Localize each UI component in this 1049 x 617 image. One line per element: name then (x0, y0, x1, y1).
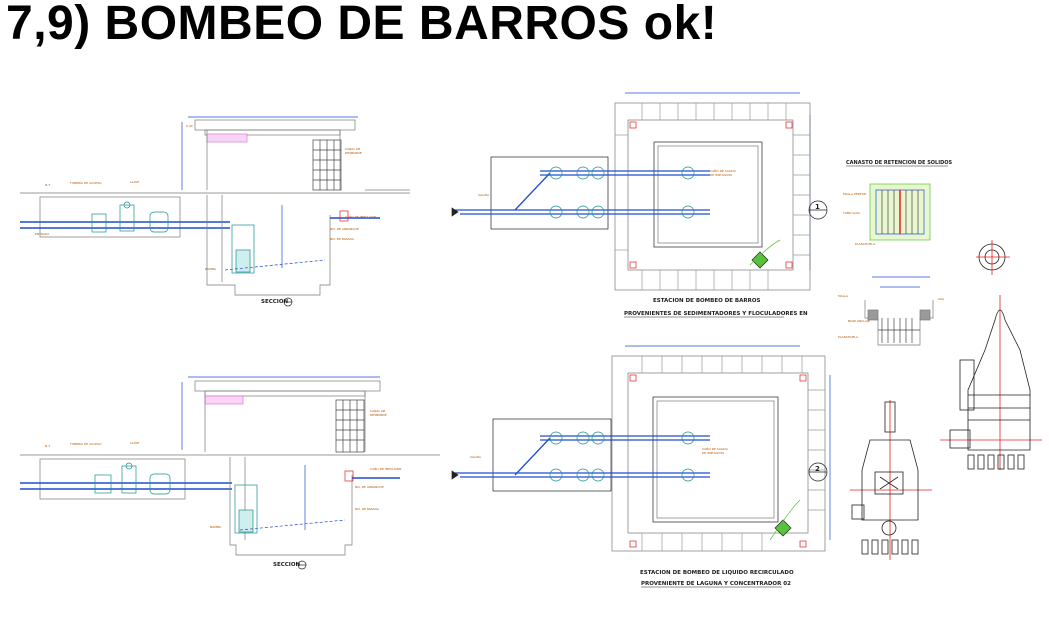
svg-text:CAÑO DE SALIDA: CAÑO DE SALIDA (710, 168, 737, 173)
svg-text:MALLA PERFOR.: MALLA PERFOR. (843, 192, 867, 196)
svg-text:NIV. DE PARADA: NIV. DE PARADA (355, 507, 380, 511)
svg-text:SALIDA: SALIDA (478, 193, 490, 197)
basket-title: CANASTO DE RETENCION DE SOLIDOS (846, 160, 952, 166)
plan-bottom-caption: ESTACION DE BOMBEO DE LIQUIDO RECIRCULAD… (640, 570, 794, 576)
svg-text:LLAVE: LLAVE (130, 180, 139, 184)
svg-text:SALIDA: SALIDA (470, 455, 482, 459)
svg-text:DESBORDE: DESBORDE (370, 413, 387, 417)
svg-text:CANAL DE: CANAL DE (345, 147, 360, 151)
marker-1: 1 (815, 203, 820, 211)
pump-front-view (850, 400, 932, 560)
pump-top-view (976, 240, 1010, 275)
svg-text:PLANCHUELA: PLANCHUELA (838, 335, 859, 339)
svg-text:LLAVE: LLAVE (130, 441, 139, 445)
svg-text:BOMBA: BOMBA (205, 267, 217, 271)
basket-detail: MALLA PERFOR. TUBO GUIA PLANCHUELA MALLA… (838, 165, 948, 346)
svg-text:CAÑO DE SALIDA: CAÑO DE SALIDA (702, 446, 729, 451)
section-top-label: SECCION (261, 299, 289, 305)
svg-text:DE IMPULSION: DE IMPULSION (702, 451, 724, 455)
section-view-bottom: N.T. TUBERIA DE ACCESO LLAVE CANAL DE DE… (20, 376, 440, 570)
svg-text:NIV. DE PARADA: NIV. DE PARADA (330, 237, 355, 241)
plan-top-subcaption: PROVENIENTES DE SEDIMENTADORES Y FLOCULA… (624, 311, 808, 317)
svg-text:CAÑO DE IMPULSION: CAÑO DE IMPULSION (345, 214, 376, 219)
svg-text:0.40: 0.40 (186, 124, 193, 128)
section-bottom-label: SECCION (273, 562, 301, 568)
svg-text:ENTRADA: ENTRADA (35, 232, 50, 236)
svg-text:N.T.: N.T. (45, 183, 51, 187)
svg-text:PLANCHUELA: PLANCHUELA (855, 242, 876, 246)
section-view-top: 0.40 N.T. T (20, 116, 410, 307)
page-title: 7,9) BOMBEO DE BARROS ok! (6, 0, 718, 50)
svg-text:CANAL DE: CANAL DE (370, 409, 385, 413)
svg-text:ASA: ASA (938, 297, 945, 301)
marker-2: 2 (815, 465, 820, 473)
svg-text:TUBERIA DE ACCESO: TUBERIA DE ACCESO (69, 181, 102, 185)
plan-bottom-subcaption: PROVENIENTE DE LAGUNA Y CONCENTRADOR 02 (641, 581, 791, 587)
svg-text:N.T.: N.T. (45, 444, 51, 448)
svg-text:BASE ANCLAJE: BASE ANCLAJE (848, 319, 870, 323)
plan-top-caption: ESTACION DE BOMBEO DE BARROS (653, 298, 761, 304)
pump-side-view (940, 295, 1042, 470)
svg-text:DE IMPULSION: DE IMPULSION (710, 173, 732, 177)
svg-text:CAÑO DE IMPULSION: CAÑO DE IMPULSION (370, 466, 401, 471)
svg-text:DESBORDE: DESBORDE (345, 151, 362, 155)
svg-text:NIV. DE ARRANQUE: NIV. DE ARRANQUE (355, 485, 384, 489)
svg-text:NIV. DE ARRANQUE: NIV. DE ARRANQUE (330, 227, 359, 231)
plan-view-bottom: CAÑO DE SALIDA DE IMPULSION SALIDA (451, 345, 831, 552)
plan-view-top: CAÑO DE SALIDA DE IMPULSION SALIDA (451, 92, 828, 291)
svg-text:MALLA: MALLA (838, 294, 849, 298)
svg-text:TUBERIA DE ACCESO: TUBERIA DE ACCESO (69, 442, 102, 446)
svg-text:TUBO GUIA: TUBO GUIA (842, 211, 861, 215)
svg-text:BOMBA: BOMBA (210, 525, 222, 529)
